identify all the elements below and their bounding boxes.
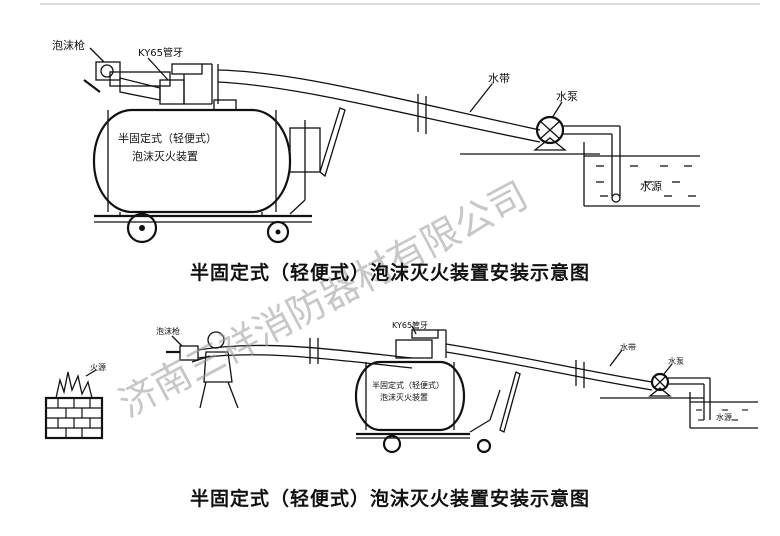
label-tank-line2-2: 泡沫灭火装置 — [380, 392, 428, 402]
wheel-2b — [476, 438, 492, 454]
label-water-source-1: 水源 — [640, 179, 662, 193]
hose-2 — [197, 344, 413, 359]
label-coupling-1: KY65管牙 — [138, 46, 183, 59]
caption-diagram-1: 半固定式（轻便式）泡沫灭火装置安装示意图 — [189, 262, 590, 284]
flames — [55, 371, 93, 399]
diagram-1: 泡沫枪 KY65管牙 水带 水泵 半固定式（轻便式） 泡沫灭火装置 水源 — [52, 38, 700, 244]
caption-diagram-2: 半固定式（轻便式）泡沫灭火装置安装示意图 — [189, 488, 590, 510]
wheel-1a — [126, 212, 158, 244]
hose-1 — [217, 69, 541, 131]
label-fire: 火源 — [90, 363, 106, 372]
label-tank-line1-1: 半固定式（轻便式） — [118, 131, 217, 145]
foam-tank-2 — [354, 360, 466, 432]
label-pump-2: 水泵 — [668, 356, 684, 366]
wheel-2a — [382, 434, 402, 454]
water-pump-2 — [650, 372, 670, 392]
label-water-source-2: 水源 — [716, 412, 732, 422]
wheel-1b — [266, 220, 290, 244]
label-tank-line2-1: 泡沫灭火装置 — [132, 149, 198, 163]
label-hose-2: 水带 — [620, 342, 636, 352]
label-tank-line1-2: 半固定式（轻便式） — [372, 380, 444, 390]
label-foam-gun-1: 泡沫枪 — [52, 38, 85, 52]
label-foam-gun-2: 泡沫枪 — [156, 326, 180, 336]
water-pump-1 — [535, 115, 565, 145]
diagram-2: 泡沫枪 KY65管牙 水带 水泵 火源 半固定式（轻便式） 泡沫灭火装置 水源 — [44, 320, 758, 454]
label-hose-1: 水带 — [488, 72, 510, 85]
label-coupling-2: KY65管牙 — [392, 320, 428, 330]
label-pump-1: 水泵 — [556, 90, 578, 103]
